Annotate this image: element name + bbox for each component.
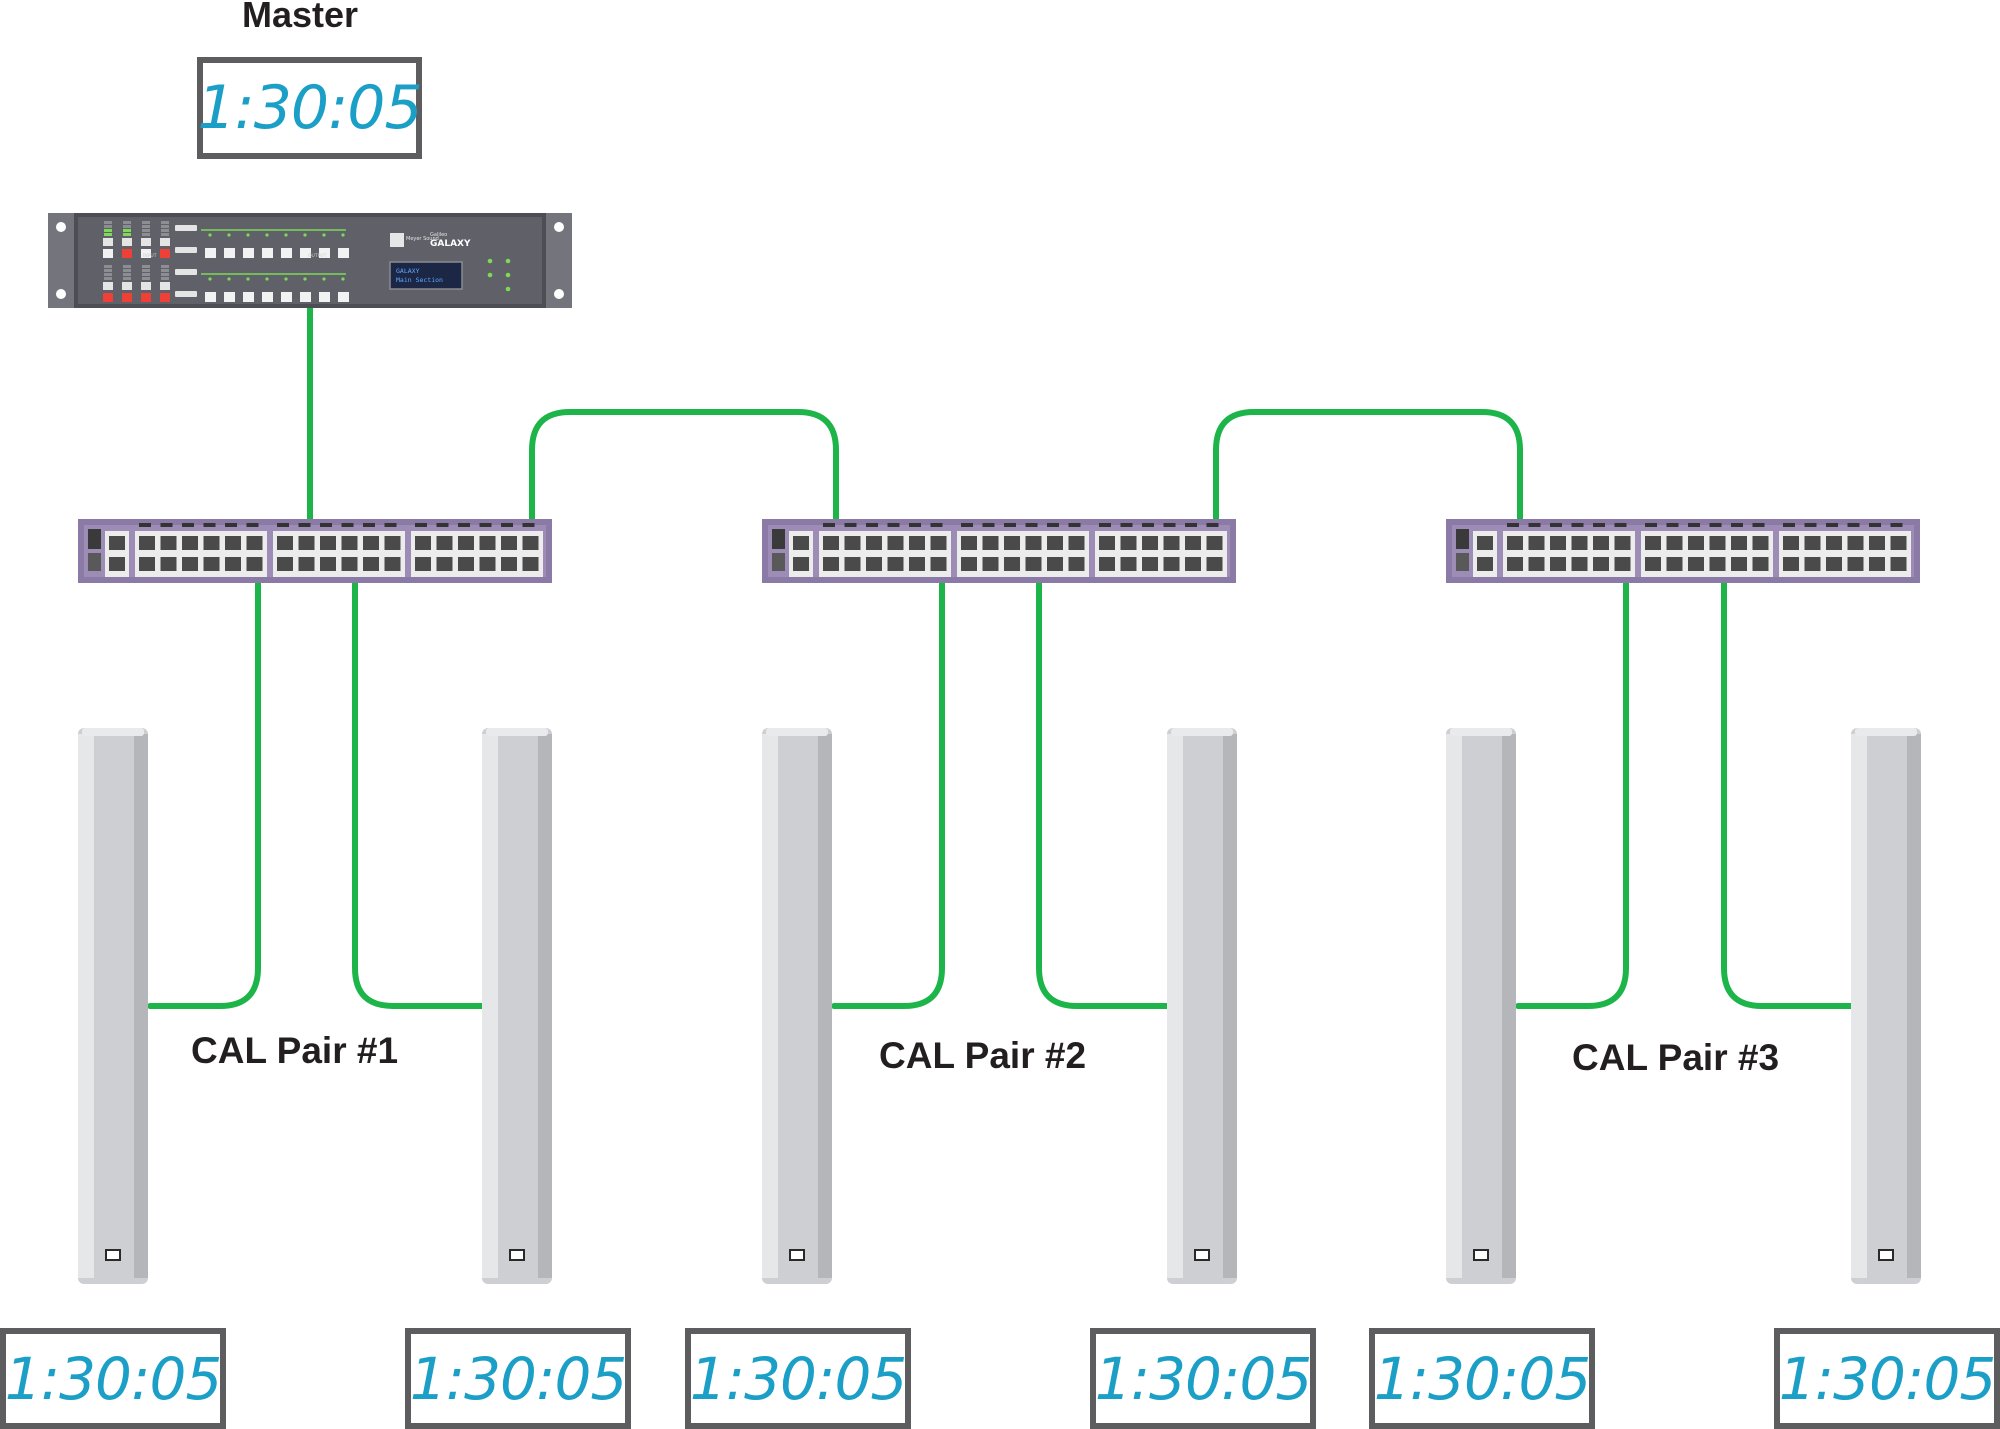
rack-product-line: Galileo [430, 232, 447, 238]
cable-switch-2-to-switch-3 [1213, 409, 1523, 525]
cable-switch-2-to-speaker-3 [831, 579, 945, 1009]
clock-speaker-4: 1:30:05 [1090, 1328, 1316, 1429]
cal-pair-3-label: CAL Pair #3 [1572, 1037, 1780, 1078]
cable-switch-1-to-speaker-2 [352, 579, 485, 1009]
clock-speaker-6: 1:30:05 [1774, 1328, 2000, 1429]
speaker-badge-icon [105, 1249, 121, 1261]
network-switch [1446, 519, 1920, 583]
clock-time: 1:30:05 [689, 1344, 908, 1413]
clock-time: 1:30:05 [409, 1344, 628, 1413]
cable-switch-1-to-speaker-1 [147, 579, 261, 1009]
speaker-badge-icon [789, 1249, 805, 1261]
clock-time: 1:30:05 [1373, 1344, 1592, 1413]
speaker-badge-icon [1878, 1249, 1894, 1261]
cables [147, 303, 1854, 1009]
column-speaker [1167, 728, 1237, 1284]
column-speakers [78, 728, 1921, 1284]
clock-speaker-3: 1:30:05 [685, 1328, 911, 1429]
column-speaker [1446, 728, 1516, 1284]
cable-switch-1-to-switch-2 [529, 409, 839, 525]
column-speaker [762, 728, 832, 1284]
rack-screen-line-1: GALAXY [396, 267, 420, 275]
clock-time: 1:30:05 [1094, 1344, 1313, 1413]
clock-time: 1:30:05 [4, 1344, 223, 1413]
galaxy-rack-unit: INPUT OUTPUT Meyer Sound Galileo GALAXY … [48, 213, 572, 308]
rack-row-top [103, 221, 349, 258]
rack-brand: Meyer Sound [406, 236, 439, 242]
clock-speaker-2: 1:30:05 [405, 1328, 631, 1429]
network-switches [78, 519, 1920, 583]
cable-switch-3-to-speaker-6 [1721, 579, 1854, 1009]
rack-display-screen [389, 261, 463, 290]
rack-output-label: OUTPUT [308, 253, 327, 259]
rack-screen-line-2: Main Section [396, 276, 443, 284]
speaker-badge-icon [509, 1249, 525, 1261]
column-speaker [482, 728, 552, 1284]
rack-status-leds [487, 258, 511, 292]
cal-pair-1-label: CAL Pair #1 [191, 1030, 399, 1071]
speaker-badge-icon [1473, 1249, 1489, 1261]
master-label: Master [242, 0, 359, 35]
rack-product-name: GALAXY [430, 239, 471, 249]
meyer-sound-logo-icon [390, 233, 404, 247]
master-clock-time: 1:30:05 [197, 73, 422, 143]
cable-switch-3-to-speaker-5 [1515, 579, 1629, 1009]
column-speaker [78, 728, 148, 1284]
speaker-badge-icon [1194, 1249, 1210, 1261]
master-clock: 1:30:05 [197, 57, 423, 159]
clock-speaker-1: 1:30:05 [0, 1328, 226, 1429]
cable-switch-2-to-speaker-4 [1036, 579, 1170, 1009]
rack-row-bottom [103, 265, 349, 302]
network-switch [762, 519, 1236, 583]
network-switch [78, 519, 552, 583]
clock-speaker-5: 1:30:05 [1369, 1328, 1595, 1429]
rack-input-label: INPUT [143, 253, 157, 259]
column-speaker [1851, 728, 1921, 1284]
cal-pair-2-label: CAL Pair #2 [879, 1035, 1087, 1076]
clock-time: 1:30:05 [1778, 1344, 1997, 1413]
